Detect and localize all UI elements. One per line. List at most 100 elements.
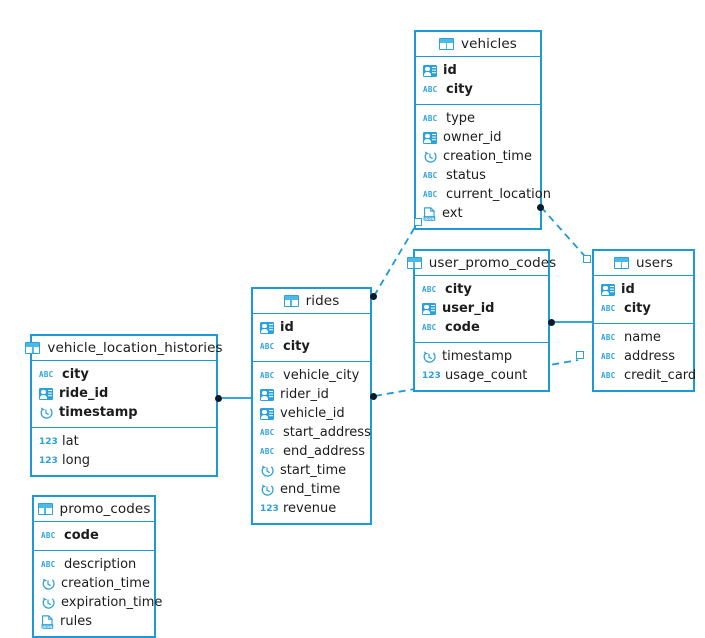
key-column-row[interactable]: ride_id bbox=[32, 384, 216, 403]
column-row[interactable]: rider_id bbox=[253, 385, 370, 404]
relationship-target-square-marker bbox=[583, 255, 591, 263]
column-name: vehicle_id bbox=[280, 406, 345, 421]
number-icon: 123 bbox=[422, 370, 441, 381]
column-name: id bbox=[280, 320, 294, 335]
column-name: end_address bbox=[283, 444, 366, 459]
id-card-icon bbox=[423, 64, 437, 77]
column-row[interactable]: vehicle_id bbox=[253, 404, 370, 423]
table-header[interactable]: vehicle_location_histories bbox=[25, 336, 223, 361]
table-header[interactable]: rides bbox=[253, 289, 370, 314]
abc-icon: ABC bbox=[260, 370, 275, 380]
abc-icon: ABC bbox=[422, 284, 437, 294]
abc-icon: ABC bbox=[260, 427, 275, 437]
column-name: long bbox=[62, 453, 91, 468]
column-name: code bbox=[64, 528, 99, 543]
id-card-icon bbox=[601, 283, 615, 296]
column-name: revenue bbox=[283, 501, 337, 516]
abc-icon: ABC bbox=[423, 84, 438, 94]
clock-icon bbox=[260, 483, 274, 497]
column-name: name bbox=[624, 330, 661, 345]
column-row[interactable]: creation_time bbox=[34, 574, 154, 593]
id-card-icon bbox=[260, 407, 274, 420]
table-title: user_promo_codes bbox=[428, 255, 557, 271]
key-column-row[interactable]: id bbox=[253, 318, 370, 337]
column-name: city bbox=[445, 282, 472, 297]
column-row[interactable]: owner_id bbox=[416, 128, 540, 147]
table-title: users bbox=[636, 255, 673, 271]
column-name: ride_id bbox=[59, 386, 109, 401]
column-name: id bbox=[443, 63, 457, 78]
column-name: credit_card bbox=[624, 368, 697, 383]
number-icon: 123 bbox=[39, 436, 58, 447]
column-name: city bbox=[283, 339, 310, 354]
relationship-source-dot-marker bbox=[547, 318, 555, 326]
key-column-row[interactable]: ABC city bbox=[415, 280, 548, 299]
abc-icon: ABC bbox=[39, 369, 54, 379]
column-row[interactable]: expiration_time bbox=[34, 593, 162, 612]
column-name: timestamp bbox=[442, 349, 513, 364]
relationship-source-dot-marker bbox=[369, 392, 377, 400]
table-icon bbox=[614, 257, 629, 269]
id-card-icon bbox=[422, 302, 436, 315]
column-row[interactable]: end_time bbox=[253, 480, 370, 499]
id-card-icon bbox=[423, 131, 437, 144]
column-name: rules bbox=[60, 614, 92, 629]
key-column-row[interactable]: id bbox=[594, 280, 693, 299]
table-header[interactable]: promo_codes bbox=[34, 497, 154, 522]
table-title: promo_codes bbox=[59, 501, 151, 517]
column-row[interactable]: creation_time bbox=[416, 147, 540, 166]
column-row[interactable]: ABC vehicle_city bbox=[253, 366, 370, 385]
relationship-target-square-marker bbox=[414, 218, 422, 226]
key-column-row[interactable]: id bbox=[416, 61, 540, 80]
column-name: vehicle_city bbox=[283, 368, 360, 383]
table-header[interactable]: user_promo_codes bbox=[406, 251, 556, 276]
key-column-row[interactable]: timestamp bbox=[32, 403, 216, 422]
column-name: rider_id bbox=[280, 387, 329, 402]
clock-icon bbox=[260, 464, 274, 478]
abc-icon: ABC bbox=[601, 303, 616, 313]
table-title: vehicles bbox=[461, 36, 517, 52]
table-header[interactable]: users bbox=[594, 251, 693, 276]
column-row[interactable]: timestamp bbox=[415, 347, 548, 366]
table-header[interactable]: vehicles bbox=[416, 32, 540, 57]
key-column-row[interactable]: user_id bbox=[415, 299, 548, 318]
column-name: type bbox=[446, 111, 476, 126]
clock-icon bbox=[423, 150, 437, 164]
id-card-icon bbox=[260, 388, 274, 401]
abc-icon: ABC bbox=[41, 559, 56, 569]
number-icon: 123 bbox=[39, 455, 58, 466]
column-row[interactable]: start_time bbox=[253, 461, 370, 480]
column-row[interactable]: 123 long bbox=[32, 451, 216, 470]
